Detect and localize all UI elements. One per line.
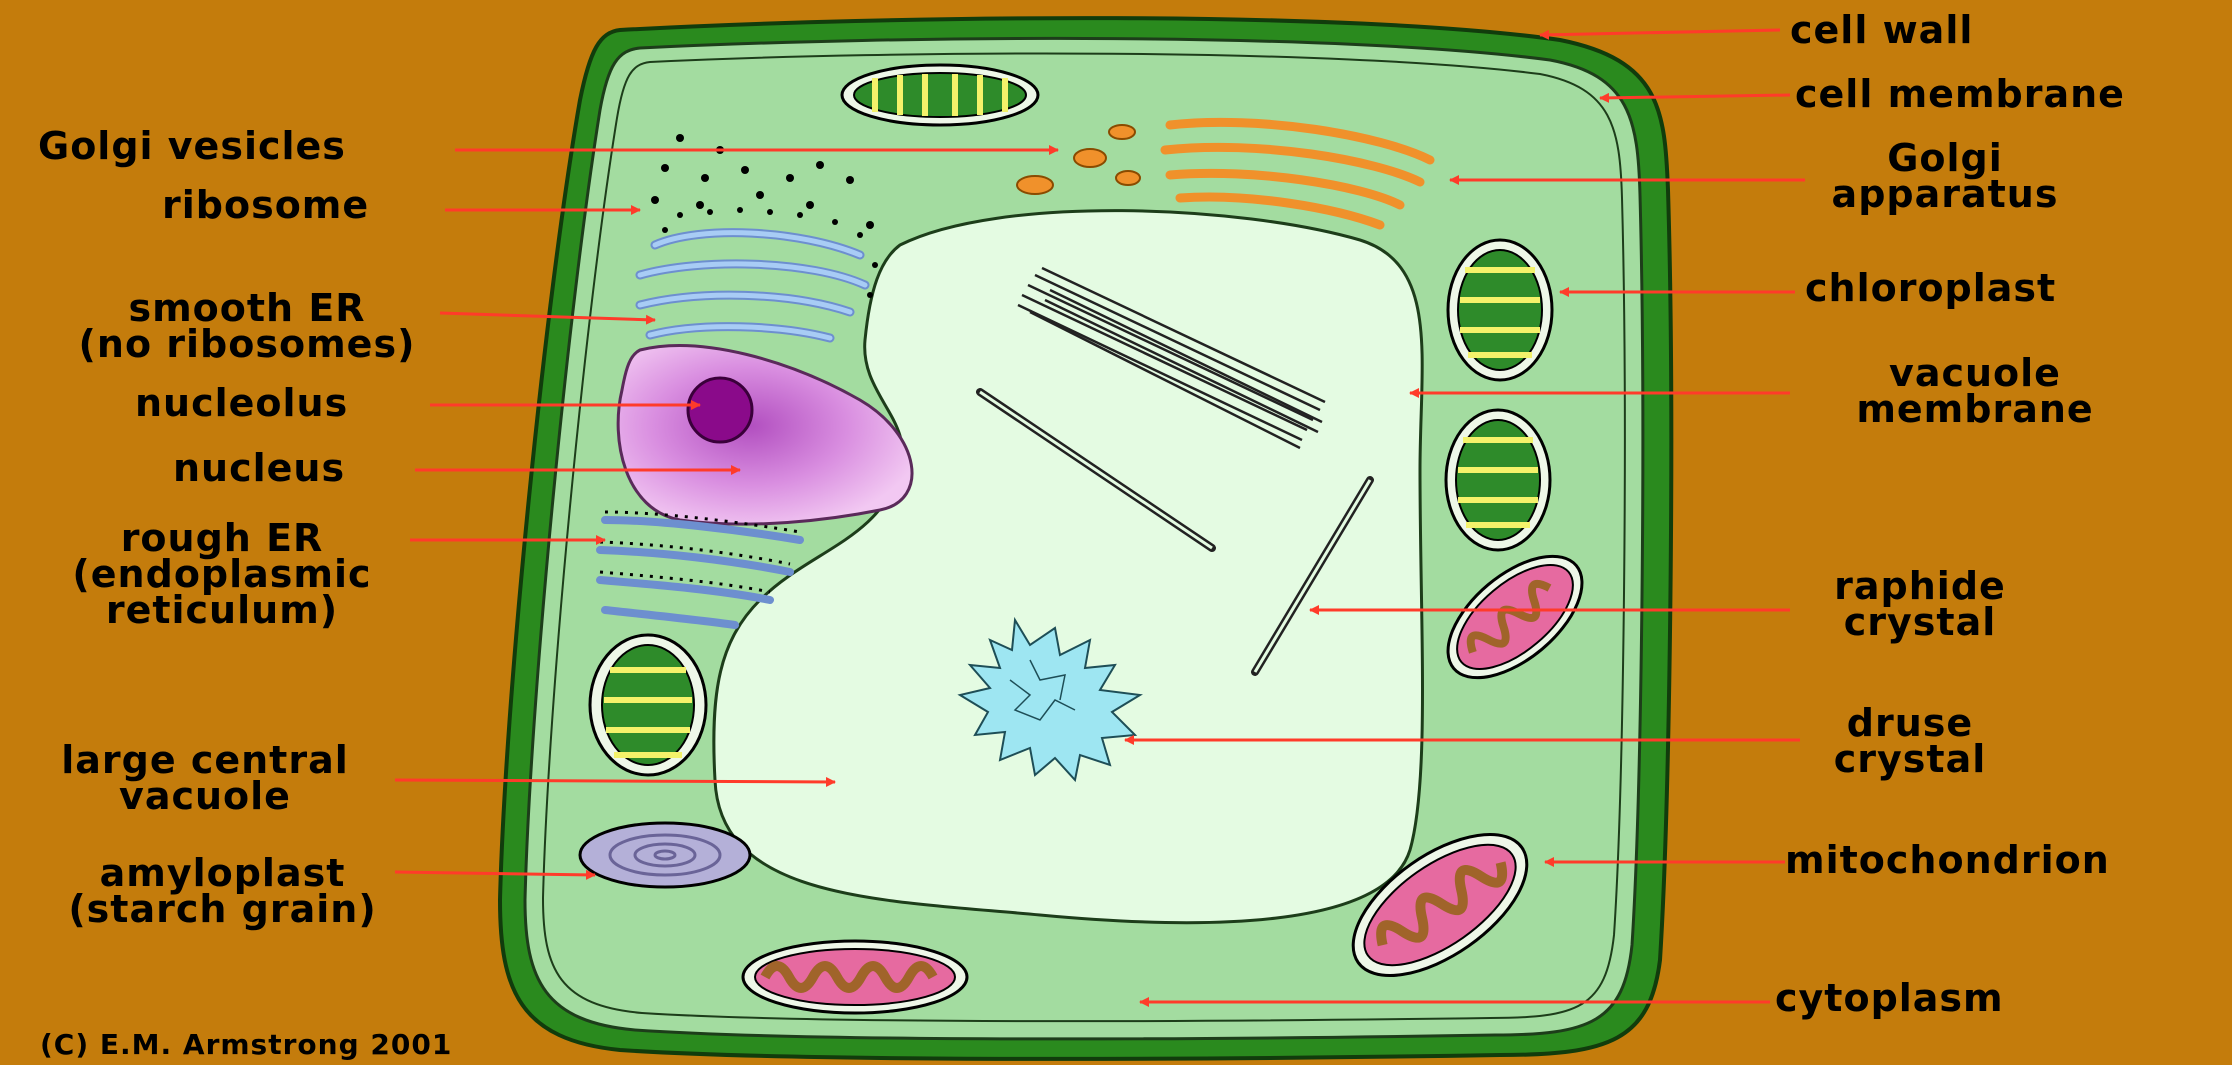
label-raphide-line1: raphide [1790,568,2050,604]
label-vacuole-membrane-line2: membrane [1815,391,2135,427]
label-cell-membrane: cell membrane [1795,76,2125,112]
label-vacuole-membrane: vacuole membrane [1815,355,2135,427]
label-druse-line2: crystal [1790,741,2030,777]
chloroplast-left [590,635,706,775]
label-smooth-er-line2: (no ribosomes) [22,326,472,362]
label-cell-wall: cell wall [1790,12,1973,48]
amyloplast-shape [580,823,750,887]
label-mitochondrion: mitochondrion [1785,842,2110,878]
label-golgi-vesicles: Golgi vesicles [38,128,346,164]
label-vacuole-line2: vacuole [15,778,395,814]
label-smooth-er: smooth ER (no ribosomes) [22,290,472,362]
label-amyloplast-line1: amyloplast [25,855,420,891]
label-druse-crystal: druse crystal [1790,705,2030,777]
chloroplast-top [842,65,1038,125]
label-ribosome: ribosome [162,187,369,223]
label-rough-er: rough ER (endoplasmic reticulum) [22,520,422,628]
label-rough-er-line3: reticulum) [22,592,422,628]
label-golgi-apparatus: Golgi apparatus [1795,140,2095,212]
label-amyloplast: amyloplast (starch grain) [25,855,420,927]
label-rough-er-line1: rough ER [22,520,422,556]
label-smooth-er-line1: smooth ER [22,290,472,326]
label-golgi-apparatus-line1: Golgi [1795,140,2095,176]
label-amyloplast-line2: (starch grain) [25,891,420,927]
label-cytoplasm: cytoplasm [1775,980,2004,1016]
label-golgi-apparatus-line2: apparatus [1795,176,2095,212]
label-nucleus: nucleus [173,450,345,486]
copyright-notice: (C) E.M. Armstrong 2001 [40,1030,452,1060]
chloroplast-right-2 [1446,410,1550,550]
label-vacuole-line1: large central [15,742,395,778]
label-rough-er-line2: (endoplasmic [22,556,422,592]
label-chloroplast: chloroplast [1805,270,2056,306]
label-druse-line1: druse [1790,705,2030,741]
mitochondrion-bottom [743,941,967,1013]
label-raphide-line2: crystal [1790,604,2050,640]
label-raphide-crystal: raphide crystal [1790,568,2050,640]
label-vacuole-membrane-line1: vacuole [1815,355,2135,391]
chloroplast-right-1 [1448,240,1552,380]
label-large-central-vacuole: large central vacuole [15,742,395,814]
nucleolus-shape [688,378,752,442]
label-nucleolus: nucleolus [135,385,348,421]
